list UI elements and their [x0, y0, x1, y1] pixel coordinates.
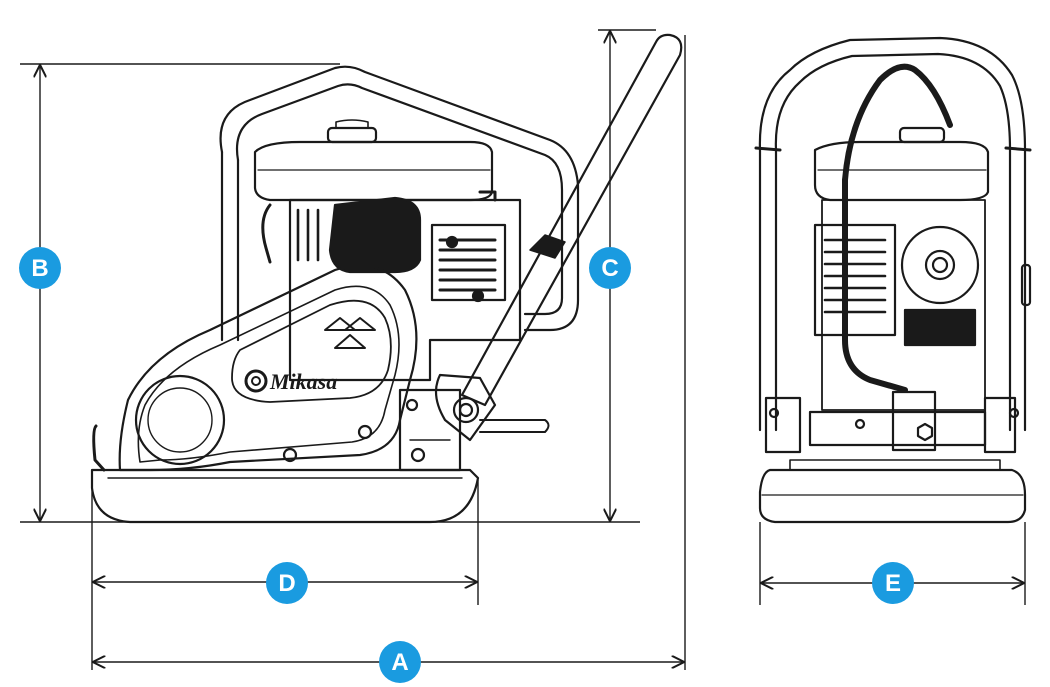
badge-c-label: C	[601, 255, 618, 282]
badge-e: E	[872, 562, 914, 604]
pulley-cover	[134, 374, 226, 466]
badge-d: D	[266, 562, 308, 604]
badge-d-label: D	[278, 570, 295, 597]
badge-c: C	[589, 247, 631, 289]
badge-e-label: E	[885, 570, 901, 597]
badge-b-label: B	[31, 255, 48, 282]
front-handle	[842, 63, 953, 183]
handle-bar	[460, 33, 683, 407]
front-frame	[758, 36, 1027, 432]
badge-b: B	[19, 247, 61, 289]
badge-a-label: A	[391, 649, 408, 676]
logo-emblem-icon	[324, 317, 376, 349]
side-view-drawing	[90, 33, 683, 524]
protective-frame	[219, 65, 580, 332]
air-filter-cover	[900, 225, 980, 305]
fuel-tank	[253, 140, 494, 202]
logo-text: Mikasa	[269, 369, 337, 394]
belt-cover	[118, 264, 418, 472]
side-dimension-lines	[20, 29, 686, 670]
engine-block	[288, 198, 522, 382]
front-view-drawing	[754, 36, 1032, 524]
badge-a: A	[379, 641, 421, 683]
front-base-plate	[758, 468, 1027, 524]
